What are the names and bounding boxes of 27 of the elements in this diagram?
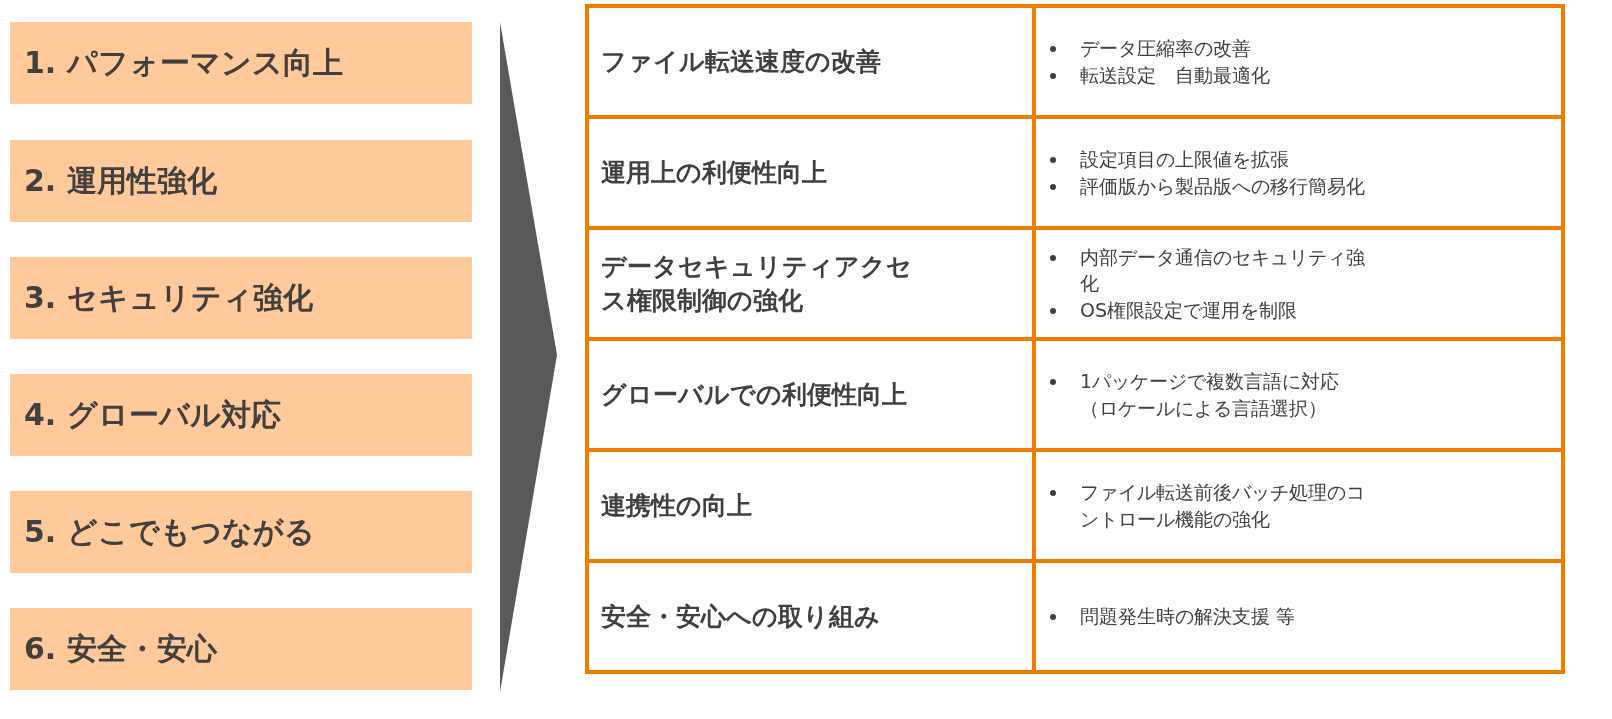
feature-detail: OS権限設定で運用を制限	[1080, 297, 1297, 323]
feature-heading: ファイル転送速度の改善	[601, 45, 882, 78]
category-label: 6. 安全・安心	[24, 629, 217, 668]
feature-heading: 安全・安心への取り組み	[601, 600, 881, 633]
feature-detail: 転送設定 自動最適化	[1080, 62, 1270, 88]
feature-detail: データ圧縮率の改善	[1080, 35, 1251, 61]
feature-detail: ファイル転送前後バッチ処理のコントロール機能の強化	[1080, 479, 1365, 532]
category-box	[10, 257, 472, 339]
category-label: 1. パフォーマンス向上	[24, 43, 343, 82]
category-label: 5. どこでもつながる	[24, 512, 315, 551]
feature-detail: 評価版から製品版への移行簡易化	[1080, 173, 1365, 199]
feature-detail: 1パッケージで複数言語に対応（ロケールによる言語選択）	[1080, 368, 1341, 421]
feature-heading: グローバルでの利便性向上	[601, 378, 908, 411]
feature-heading: 連携性の向上	[601, 489, 753, 522]
category-box	[10, 374, 472, 456]
category-label: 3. セキュリティ強化	[24, 278, 313, 317]
category-box	[10, 140, 472, 222]
feature-detail: 設定項目の上限値を拡張	[1080, 146, 1289, 172]
category-label: 2. 運用性強化	[24, 161, 217, 200]
category-label: 4. グローバル対応	[24, 395, 281, 434]
feature-heading: 運用上の利便性向上	[601, 156, 828, 189]
category-box	[10, 22, 472, 104]
feature-detail: 内部データ通信のセキュリティ強化	[1080, 244, 1365, 297]
category-box	[10, 608, 472, 690]
category-box	[10, 491, 472, 573]
feature-heading: データセキュリティアクセス権限制御の強化	[601, 250, 913, 317]
feature-detail: 問題発生時の解決支援 等	[1080, 604, 1296, 630]
